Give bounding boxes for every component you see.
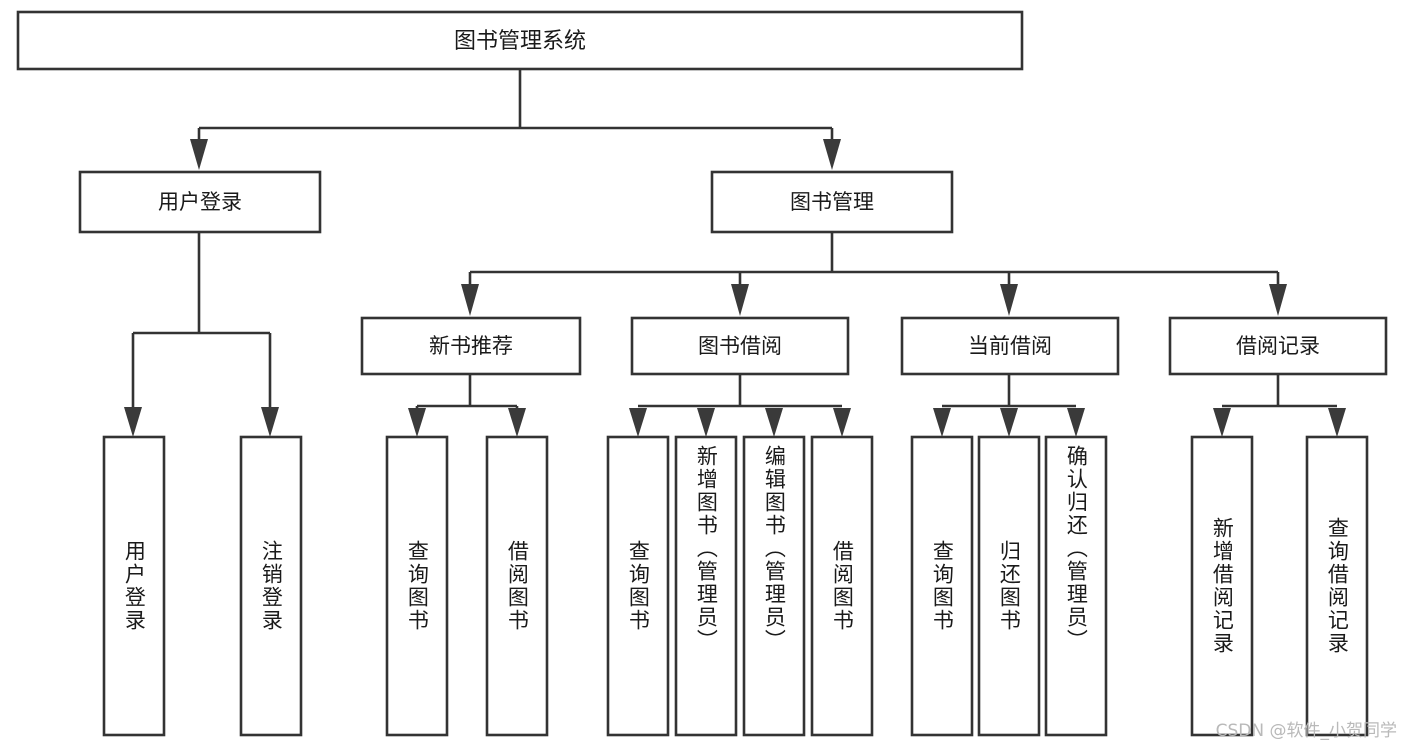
arrow-newbook-leaf1 [408,408,426,437]
arrow-currentborrow-leaf3 [1067,408,1085,437]
current-borrow-label: 当前借阅 [968,334,1052,358]
borrow-record-box[interactable] [1168,316,1388,376]
leaf-box-newbook-borrow[interactable] [485,435,549,737]
arrow-userlogin-leaf2 [261,407,279,437]
arrow-to-currentborrow [1000,284,1018,316]
root-label: 图书管理系统 [454,29,586,54]
arrow-bookborrow-leaf2 [697,408,715,437]
leaf-box-currentborrow-confirm[interactable] [1044,435,1108,737]
node-book-management[interactable]: 图书管理 [710,170,954,234]
leaf-box-newbook-query[interactable] [385,435,449,737]
borrow-record-label: 借阅记录 [1236,334,1320,358]
current-borrow-box[interactable] [900,316,1120,376]
node-borrow-record[interactable]: 借阅记录 [1168,316,1388,376]
user-login-label: 用户登录 [158,190,242,214]
leaf-box-user-login-login[interactable] [102,435,166,737]
node-current-borrow[interactable]: 当前借阅 [900,316,1120,376]
leaf-box-borrowrecord-add[interactable] [1190,435,1254,737]
leaf-box-currentborrow-query[interactable] [910,435,974,737]
arrow-to-newbook [461,284,479,316]
arrow-borrowrecord-leaf1 [1213,408,1231,437]
node-root-book-management-system[interactable]: 图书管理系统 [16,10,1024,71]
connector-group [124,69,1346,437]
arrow-bookborrow-leaf4 [833,408,851,437]
new-book-recommend-box[interactable] [360,316,582,376]
arrow-currentborrow-leaf2 [1000,408,1018,437]
book-borrow-box[interactable] [630,316,850,376]
node-new-book-recommend[interactable]: 新书推荐 [360,316,582,376]
arrow-to-borrowrecord [1269,284,1287,316]
book-borrow-label: 图书借阅 [698,334,782,358]
leaf-box-user-login-logout[interactable] [239,435,303,737]
book-management-label: 图书管理 [790,190,874,214]
new-book-recommend-label: 新书推荐 [429,334,513,358]
user-login-box[interactable] [78,170,322,234]
arrow-to-user-login [190,139,208,170]
book-management-box[interactable] [710,170,954,234]
leaf-box-bookborrow-borrow[interactable] [810,435,874,737]
arrow-bookborrow-leaf1 [629,408,647,437]
leaf-box-bookborrow-query[interactable] [606,435,670,737]
leaf-box-bookborrow-add[interactable] [674,435,738,737]
leaf-box-bookborrow-edit[interactable] [742,435,806,737]
arrow-borrowrecord-leaf2 [1328,408,1346,437]
root-box[interactable] [16,10,1024,71]
arrow-currentborrow-leaf1 [933,408,951,437]
leaf-box-borrowrecord-query[interactable] [1305,435,1369,737]
node-book-borrow[interactable]: 图书借阅 [630,316,850,376]
arrow-bookborrow-leaf3 [765,408,783,437]
leaf-box-currentborrow-return[interactable] [977,435,1041,737]
node-user-login[interactable]: 用户登录 [78,170,322,234]
arrow-to-bookborrow [731,284,749,316]
arrow-userlogin-leaf1 [124,407,142,437]
arrow-to-book-manage [823,139,841,170]
arrow-newbook-leaf2 [508,408,526,437]
